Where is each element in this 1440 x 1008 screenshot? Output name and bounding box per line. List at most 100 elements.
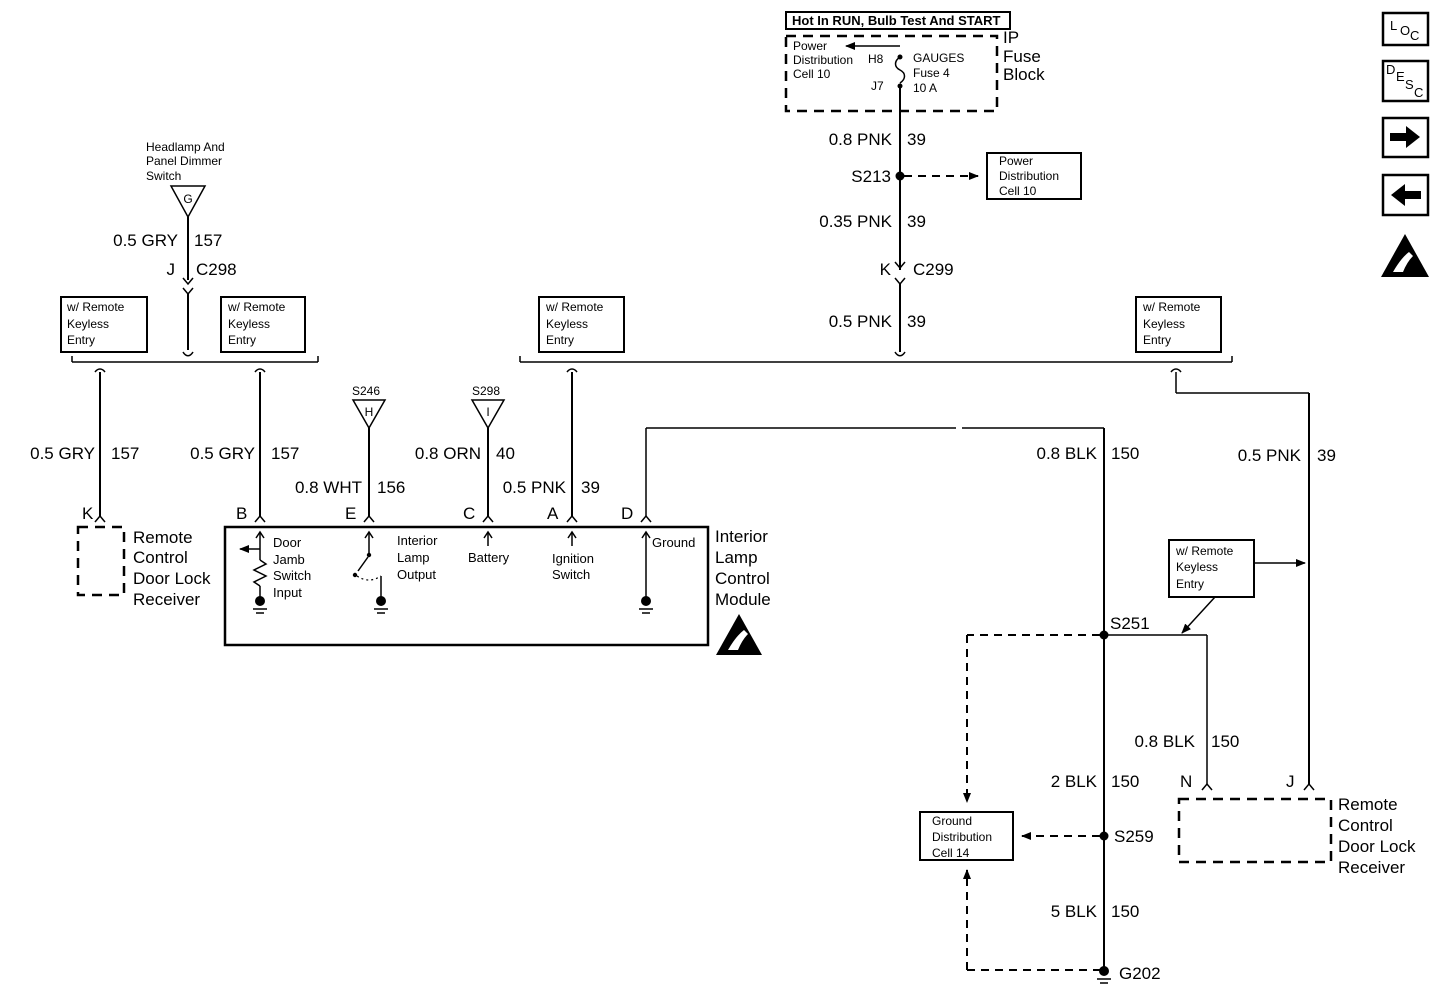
svg-text:w/ Remote: w/ Remote <box>1142 300 1201 314</box>
wire-035-pnk: 0.35 PNK <box>819 212 892 231</box>
svg-text:Entry: Entry <box>1176 577 1204 591</box>
label-s259: S259 <box>1114 827 1154 846</box>
circuit-150-bot: 150 <box>1111 902 1139 921</box>
wire-08-wht: 0.8 WHT <box>295 478 362 497</box>
svg-text:Entry: Entry <box>546 333 574 347</box>
fuse-symbol <box>894 56 906 84</box>
rke-box-3: w/ Remote Keyless Entry <box>538 296 625 353</box>
circuit-39-a: 39 <box>907 130 926 149</box>
svg-text:E: E <box>1396 69 1405 84</box>
rke-box-5: w/ Remote Keyless Entry <box>1168 539 1255 598</box>
pin-j: J <box>1286 772 1295 791</box>
arrow-left-icon <box>1391 184 1421 206</box>
svg-text:Keyless: Keyless <box>1176 560 1218 574</box>
pin-k-c299: K <box>880 260 892 279</box>
pin-b: B <box>236 504 247 523</box>
wire-5-blk: 5 BLK <box>1051 902 1098 921</box>
pin-j-c298: J <box>167 260 176 279</box>
circuit-157-b: 157 <box>271 444 299 463</box>
svg-text:S: S <box>1405 77 1414 92</box>
wire-05-gry-top: 0.5 GRY <box>113 231 178 250</box>
banner-text: Hot In RUN, Bulb Test And START <box>792 13 1001 28</box>
pin-e: E <box>345 504 356 523</box>
ground-g202 <box>1099 966 1109 976</box>
receiver-left-l3: Door Lock <box>133 569 211 588</box>
pin-d: D <box>621 504 633 523</box>
rke-box-2: w/ Remote Keyless Entry <box>220 296 306 353</box>
svg-text:L: L <box>1390 18 1397 33</box>
splice-s213 <box>895 171 905 181</box>
circuit-40: 40 <box>496 444 515 463</box>
connector-c299: C299 <box>913 260 954 279</box>
receiver-left-l2: Control <box>133 548 188 567</box>
ip-label-2: Fuse <box>1003 47 1041 66</box>
wire-05-pnk-j: 0.5 PNK <box>1238 446 1302 465</box>
circuit-39-j: 39 <box>1317 446 1336 465</box>
wire-05-pnk-a: 0.5 PNK <box>503 478 567 497</box>
door-jamb-l4: Input <box>273 585 302 600</box>
power-dist-line3: Cell 10 <box>793 67 831 81</box>
circuit-156: 156 <box>377 478 405 497</box>
module-name-l4: Module <box>715 590 771 609</box>
triangle-i-label: I <box>486 405 489 419</box>
interior-output-l3: Output <box>397 567 436 582</box>
triangle-h-label: H <box>365 405 374 419</box>
svg-text:Entry: Entry <box>1143 333 1171 347</box>
receiver-right-l2: Control <box>1338 816 1393 835</box>
label-g202: G202 <box>1119 964 1161 983</box>
wire-05-gry-k: 0.5 GRY <box>30 444 95 463</box>
pin-a: A <box>547 504 559 523</box>
ip-label-3: Block <box>1003 65 1045 84</box>
svg-text:w/ Remote: w/ Remote <box>1175 544 1234 558</box>
headlamp-l2: Panel Dimmer <box>146 154 222 168</box>
splice-s259 <box>1099 831 1109 841</box>
desc-button[interactable]: D E S C <box>1381 59 1430 103</box>
circuit-157-top: 157 <box>194 231 222 250</box>
label-s246: S246 <box>352 384 380 398</box>
svg-text:Distribution: Distribution <box>932 830 992 844</box>
esd-info-button[interactable] <box>1381 234 1429 277</box>
rke-box-4: w/ Remote Keyless Entry <box>1135 296 1222 353</box>
interior-output-l2: Lamp <box>397 550 430 565</box>
circuit-157-k: 157 <box>111 444 139 463</box>
svg-text:D: D <box>1386 62 1395 77</box>
door-jamb-l2: Jamb <box>273 552 305 567</box>
module-name-l2: Lamp <box>715 548 758 567</box>
receiver-left <box>76 525 126 597</box>
ignition-l1: Ignition <box>552 551 594 566</box>
svg-text:Keyless: Keyless <box>228 317 270 331</box>
svg-text:Entry: Entry <box>228 333 256 347</box>
receiver-right-l3: Door Lock <box>1338 837 1416 856</box>
pd-box-l2: Distribution <box>999 169 1059 183</box>
circuit-150-mid: 150 <box>1111 772 1139 791</box>
rke-box-1: w/ Remote Keyless Entry <box>60 296 148 353</box>
circuit-39-a-pin: 39 <box>581 478 600 497</box>
arrow-right-icon <box>1390 126 1420 148</box>
receiver-right-l1: Remote <box>1338 795 1398 814</box>
interior-lamp-module: Door Jamb Switch Input Interior Lamp Out… <box>223 525 710 647</box>
wire-08-orn: 0.8 ORN <box>415 444 481 463</box>
pin-n: N <box>1180 772 1192 791</box>
banner-box <box>785 11 1011 30</box>
triangle-i <box>470 399 506 430</box>
circuit-150-top: 150 <box>1111 444 1139 463</box>
receiver-right-l4: Receiver <box>1338 858 1405 877</box>
triangle-h <box>351 399 387 430</box>
svg-text:Keyless: Keyless <box>546 317 588 331</box>
circuit-150-n: 150 <box>1211 732 1239 751</box>
door-jamb-l3: Switch <box>273 568 311 583</box>
loc-button[interactable]: L O C <box>1381 11 1430 47</box>
pin-c: C <box>463 504 475 523</box>
svg-text:w/ Remote: w/ Remote <box>545 300 604 314</box>
pin-h8: H8 <box>868 52 884 66</box>
wire-05-gry-b: 0.5 GRY <box>190 444 255 463</box>
svg-text:Cell 14: Cell 14 <box>932 846 970 860</box>
triangle-g <box>169 185 207 219</box>
next-page-button[interactable] <box>1381 116 1430 159</box>
interior-output-l1: Interior <box>397 533 438 548</box>
circuit-39-b: 39 <box>907 212 926 231</box>
prev-page-button[interactable] <box>1381 173 1430 217</box>
pin-j7: J7 <box>871 79 884 93</box>
wire-08-pnk: 0.8 PNK <box>829 130 893 149</box>
